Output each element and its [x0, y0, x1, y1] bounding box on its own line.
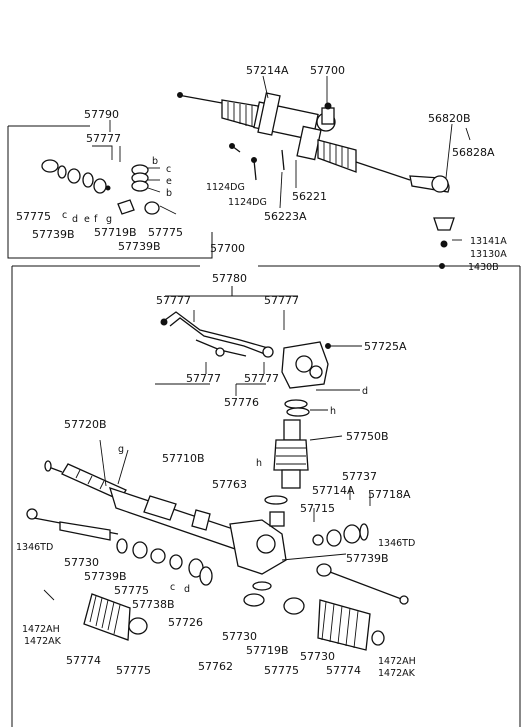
label-13130A: 13130A [470, 249, 507, 260]
valve-housing [281, 341, 362, 417]
label-e-inset: e [84, 214, 90, 225]
label-h-mid: h [330, 406, 336, 417]
label-1346TD-left: 1346TD [16, 542, 53, 553]
label-56223A: 56223A [264, 210, 307, 223]
label-57739B-inset2: 57739B [118, 240, 161, 253]
label-57710B: 57710B [162, 452, 205, 465]
label-57774-right: 57774 [326, 664, 361, 677]
label-e-top: e [166, 176, 172, 187]
label-1346TD-right: 1346TD [378, 538, 415, 549]
right-tie-rod-group [316, 563, 409, 651]
label-57774-left: 57774 [66, 654, 101, 667]
bottom-center-parts [243, 581, 305, 615]
label-1472AH-left: 1472AH [22, 624, 60, 635]
label-57739B-inset: 57739B [32, 228, 75, 241]
label-b-top2: b [152, 156, 158, 167]
main-assembly-frame [11, 265, 521, 727]
adjuster-parts [281, 488, 371, 561]
label-f-inset: f [94, 214, 98, 225]
label-d-bottom-left: d [184, 584, 190, 595]
label-c-bottom-left: c [170, 582, 175, 593]
label-57775-inset2: 57775 [148, 226, 183, 239]
seal-kit-inset [7, 120, 213, 259]
label-57719B-inset: 57719B [94, 226, 137, 239]
label-57777-bottom-left: 57777 [186, 372, 221, 385]
label-57719B-bottom: 57719B [246, 644, 289, 657]
label-57790: 57790 [84, 108, 119, 121]
label-b-top1: b [166, 188, 172, 199]
label-57776: 57776 [224, 396, 259, 409]
left-boot [43, 589, 148, 641]
label-56828A: 56828A [452, 146, 495, 159]
label-57777-bottom-right: 57777 [244, 372, 279, 385]
label-1472AH-right: 1472AH [378, 656, 416, 667]
label-1124DG-a: 1124DG [206, 182, 245, 193]
part-number-labels: 57214A 57700 56820B 56828A 57790 57777 c… [16, 64, 507, 679]
pinion-valve [264, 419, 343, 505]
label-57715: 57715 [300, 502, 335, 515]
label-g-mid: g [118, 444, 124, 455]
label-57775-inset: 57775 [16, 210, 51, 223]
label-57777-inset: 57777 [86, 132, 121, 145]
left-tie-rod-group [26, 508, 213, 586]
label-57777-left: 57777 [156, 294, 191, 307]
label-57739B-right: 57739B [346, 552, 389, 565]
label-57780: 57780 [212, 272, 247, 285]
rack-housing [44, 439, 287, 575]
label-57726: 57726 [168, 616, 203, 629]
label-57214A: 57214A [246, 64, 289, 77]
label-57750B: 57750B [346, 430, 389, 443]
label-57775-bottom-left: 57775 [116, 664, 151, 677]
label-c-inset: c [62, 210, 67, 221]
label-57730-left: 57730 [64, 556, 99, 569]
label-57777-right: 57777 [264, 294, 299, 307]
label-1430B: 1430B [468, 262, 499, 273]
label-57737: 57737 [342, 470, 377, 483]
label-57775-left: 57775 [114, 584, 149, 597]
label-57700-mid: 57700 [210, 242, 245, 255]
label-h-mid2: h [256, 458, 262, 469]
top-steering-gear-assembly [177, 75, 471, 269]
pressure-pipes [155, 286, 298, 396]
label-57700-top: 57700 [310, 64, 345, 77]
label-13141A: 13141A [470, 236, 507, 247]
label-57738B: 57738B [132, 598, 175, 611]
label-57763: 57763 [212, 478, 247, 491]
label-c-top: c [166, 164, 171, 175]
label-56221: 56221 [292, 190, 327, 203]
label-57720B: 57720B [64, 418, 107, 431]
label-57718A: 57718A [368, 488, 411, 501]
label-57762: 57762 [198, 660, 233, 673]
label-d-mid: d [362, 386, 368, 397]
label-57714A: 57714A [312, 484, 355, 497]
label-57725A: 57725A [364, 340, 407, 353]
label-1472AK-right: 1472AK [378, 668, 416, 679]
label-57730-bottom-right: 57730 [300, 650, 335, 663]
label-57775-bottom: 57775 [264, 664, 299, 677]
label-57730-bottom: 57730 [222, 630, 257, 643]
label-d-inset: d [72, 214, 78, 225]
label-57739B-left: 57739B [84, 570, 127, 583]
label-1124DG-b: 1124DG [228, 197, 267, 208]
label-56820B: 56820B [428, 112, 471, 125]
label-g-inset: g [106, 214, 112, 225]
label-1472AK-left: 1472AK [24, 636, 62, 647]
